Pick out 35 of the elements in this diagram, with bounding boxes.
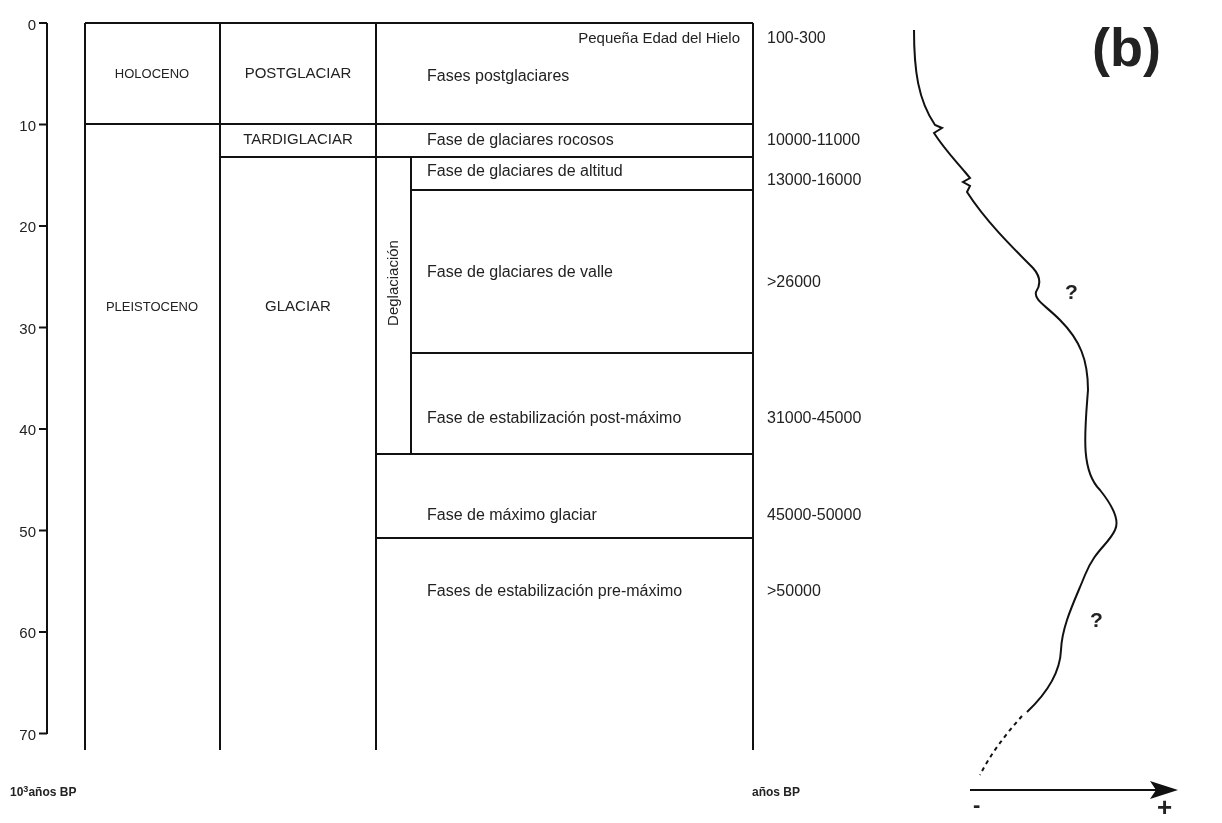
- text-label: 10: [19, 116, 36, 136]
- cell-label: GLACIAR: [265, 297, 331, 316]
- text-label: 13000-16000: [767, 170, 862, 190]
- cell-label: Fase de estabilización post-máximo: [427, 408, 682, 428]
- text-label: 50: [19, 522, 36, 542]
- cell-label: Fase de máximo glaciar: [427, 505, 597, 525]
- text-label: 100-300: [767, 28, 826, 48]
- text-label: >26000: [767, 272, 821, 292]
- cell-label: Pequeña Edad del Hielo: [578, 29, 740, 48]
- text-label: 40: [19, 420, 36, 440]
- text-label: -: [973, 794, 981, 816]
- cell-label: PLEISTOCENO: [105, 299, 199, 316]
- text-label: +: [1157, 794, 1173, 820]
- cell-label: Fase de glaciares de altitud: [427, 161, 623, 181]
- cell-label: Fase de glaciares rocosos: [427, 130, 614, 150]
- text-label: 20: [19, 217, 36, 237]
- cell-label: POSTGLACIAR: [244, 64, 352, 83]
- text-label: ?: [1090, 607, 1103, 633]
- text-label: 60: [19, 623, 36, 643]
- cell-label: Deglaciación: [383, 240, 402, 326]
- text-label: 45000-50000: [767, 505, 862, 525]
- text-label: >50000: [767, 581, 821, 601]
- text-label: ?: [1065, 279, 1078, 305]
- text-label: 10$^{3}$años BP: [10, 783, 77, 801]
- cell-label: Fases postglaciares: [427, 66, 570, 86]
- text-label: 0: [27, 15, 36, 35]
- text-label: 31000-45000: [767, 408, 862, 428]
- text-label: 10000-11000: [767, 130, 861, 150]
- cell-label: TARDIGLACIAR: [243, 130, 353, 149]
- text-label: 30: [19, 319, 36, 339]
- text-label: años BP: [752, 784, 800, 801]
- text-label: 70: [19, 725, 36, 745]
- cell-label: HOLOCENO: [114, 66, 190, 83]
- cell-label: Fase de glaciares de valle: [427, 262, 613, 282]
- cell-label: Fases de estabilización pre-máximo: [427, 581, 683, 601]
